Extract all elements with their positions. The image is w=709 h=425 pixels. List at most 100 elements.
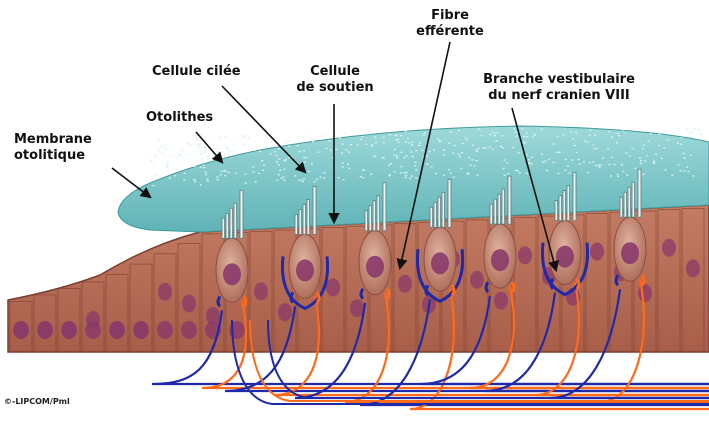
efferent-fiber (534, 282, 709, 397)
otolith-crystal (189, 144, 192, 146)
otolith-crystal (176, 156, 179, 159)
otolith-crystal (573, 144, 576, 147)
otolith-crystal (452, 176, 455, 178)
otolith-crystal (602, 157, 605, 159)
cell-nucleus (61, 321, 77, 339)
otolith-crystal (571, 138, 575, 140)
otolith-crystal (310, 162, 314, 165)
otolith-crystal (591, 161, 594, 163)
kinocilium (447, 178, 452, 228)
otolith-crystal (409, 177, 412, 180)
otolith-crystal (218, 154, 221, 157)
otolith-crystal (501, 147, 504, 149)
nerve-calyx (415, 249, 465, 303)
otolith-crystal (525, 132, 528, 134)
efferent-fiber (409, 289, 709, 411)
otolith-crystal (514, 169, 518, 172)
otoliths-crystals (150, 128, 703, 187)
otolith-crystal (461, 142, 464, 145)
otolith-crystal (527, 162, 530, 165)
otolith-crystal (595, 147, 598, 150)
otolith-crystal (568, 172, 571, 174)
otolith-crystal (374, 141, 377, 144)
otolith-crystal (640, 159, 643, 162)
otolith-crystal (443, 174, 446, 176)
kinocilium (312, 186, 317, 235)
nerve-calyx (540, 242, 590, 297)
otolith-crystal (214, 147, 217, 150)
otolith-crystal (283, 168, 286, 171)
otolith-crystal (408, 142, 411, 144)
otolith-crystal (243, 144, 246, 146)
otolith-crystal (200, 157, 203, 160)
cell-nucleus (638, 283, 652, 302)
otolith-crystal (216, 150, 219, 153)
efferent-ending (385, 287, 391, 300)
otolith-crystal (252, 166, 255, 168)
stereocilium (298, 209, 302, 235)
otolith-crystal (616, 173, 619, 176)
otolith-crystal (522, 135, 526, 137)
otolith-crystal (203, 151, 206, 154)
otolith-crystal (570, 131, 573, 133)
otolith-crystal (163, 145, 166, 147)
supporting-cell (489, 218, 513, 353)
otolith-crystal (207, 158, 210, 160)
otolith-crystal (515, 131, 518, 133)
efferent-ending (575, 277, 581, 290)
otolith-crystal (609, 175, 613, 177)
otolith-crystal (417, 144, 421, 147)
otolith-crystal (690, 136, 694, 138)
otolith-crystal (680, 137, 683, 139)
otolith-crystal (438, 140, 441, 143)
stereocilium (493, 198, 497, 225)
otolith-crystal (278, 158, 281, 161)
otolith-crystal (531, 156, 534, 158)
cell-nucleus (278, 303, 292, 322)
otolith-crystal (512, 146, 515, 149)
otolith-crystal (439, 140, 442, 142)
otolith-crystal (617, 175, 620, 178)
otolith-crystal (434, 172, 438, 175)
hair-cell-nucleus (621, 242, 639, 265)
otolith-crystal (215, 144, 218, 147)
nerve-calyx (280, 256, 330, 311)
otolith-crystal (201, 160, 204, 162)
otolith-crystal (305, 156, 308, 159)
afferent-fiber (419, 295, 709, 386)
otolith-crystal (422, 134, 425, 136)
otolith-crystal (475, 159, 478, 162)
otolith-crystal (283, 179, 286, 181)
otolith-crystal (203, 166, 206, 169)
supporting-cell (393, 223, 417, 353)
nerve-fibers (151, 278, 709, 411)
otolith-crystal (448, 168, 451, 171)
label-membrane-line1: Membrane (14, 132, 92, 147)
otolith-crystal (349, 144, 353, 146)
otolith-crystal (421, 149, 424, 151)
otolith-crystal (296, 144, 299, 147)
otolith-crystal (343, 133, 346, 135)
stereocilium (233, 202, 237, 239)
cell-nucleus (494, 291, 508, 310)
otolith-crystal (437, 138, 440, 140)
otolith-crystal (261, 169, 264, 171)
otolith-crystal (325, 147, 328, 150)
otolith-crystal (370, 173, 373, 175)
otolith-crystal (564, 158, 567, 161)
otolith-crystal (395, 154, 399, 157)
otolith-crystal (150, 161, 153, 163)
otolith-crystal (410, 144, 414, 146)
otolith-crystal (154, 174, 157, 176)
kinocilium (382, 182, 387, 232)
otolith-crystal (157, 138, 161, 141)
otolith-crystal (477, 147, 480, 150)
otolith-crystal (547, 158, 551, 161)
cell-nucleus (85, 321, 101, 339)
otolith-crystal (397, 141, 400, 144)
cell-nucleus (590, 242, 604, 261)
otolith-crystal (501, 135, 504, 137)
otolith-crystal (552, 161, 555, 164)
otolith-crystal (425, 155, 428, 157)
otolith-crystal (469, 164, 472, 166)
